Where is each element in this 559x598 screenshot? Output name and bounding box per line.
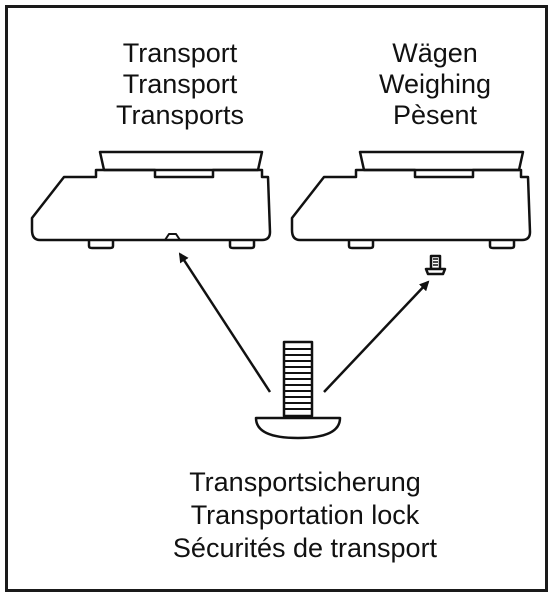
screw-head xyxy=(254,416,342,440)
weighing-label-en: Weighing xyxy=(378,69,492,99)
scale-foot-left-1 xyxy=(87,240,115,250)
scale-transport-position xyxy=(30,150,272,250)
transport-mode-label: Transport Transport Transports xyxy=(95,38,265,131)
lock-screw-stored-right xyxy=(424,254,447,276)
diagram-frame xyxy=(5,5,548,592)
weighing-pan-right xyxy=(358,150,525,172)
weighing-pan-left xyxy=(98,150,264,172)
transport-lock-screw-icon xyxy=(254,340,342,440)
scale-body-right xyxy=(290,168,532,242)
scale-body-left xyxy=(30,168,272,242)
weighing-mode-label: Wägen Weighing Pèsent xyxy=(355,38,515,131)
arrow-to-transport-slot xyxy=(178,252,272,393)
lock-label-de: Transportsicherung xyxy=(189,467,421,497)
scale-foot-right-1 xyxy=(347,240,375,250)
transport-lock-label: Transportsicherung Transportation lock S… xyxy=(120,466,490,565)
transport-label-fr: Transports xyxy=(115,100,245,130)
scale-weighing-position xyxy=(290,150,532,276)
lock-slot-left xyxy=(164,233,181,241)
lock-label-fr: Sécurités de transport xyxy=(172,533,438,563)
scale-foot-left-2 xyxy=(228,240,256,250)
weighing-label-fr: Pèsent xyxy=(392,100,478,130)
scale-foot-right-2 xyxy=(488,240,516,250)
arrow-to-storage-position xyxy=(323,280,430,393)
lock-label-en: Transportation lock xyxy=(190,500,420,530)
transport-label-de: Transport xyxy=(122,38,238,68)
transport-label-en: Transport xyxy=(122,69,238,99)
weighing-label-de: Wägen xyxy=(392,38,478,68)
